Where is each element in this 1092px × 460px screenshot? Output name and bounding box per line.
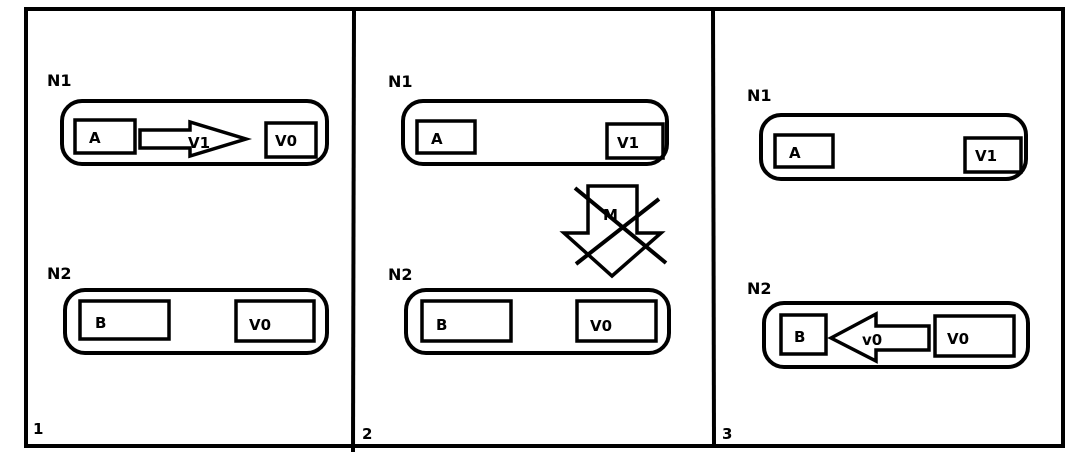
arrow-label-v1: V1 [188, 134, 210, 152]
box-b [779, 313, 828, 356]
box-a [415, 119, 477, 155]
blocked-arrow [559, 184, 666, 279]
node-n2-container [762, 301, 1030, 369]
box-b-label: B [95, 314, 106, 332]
cross-mark-line [574, 197, 661, 266]
box-a-label: A [89, 129, 101, 147]
box-v0 [575, 299, 658, 343]
arrow-label-v0: v0 [862, 331, 882, 349]
outer-frame [24, 7, 1065, 448]
panel-2: N1 A V1 M N2 B V0 2 [362, 72, 671, 443]
divider-2-3 [711, 8, 716, 447]
box-v0 [933, 314, 1016, 358]
box-v0-label: V0 [947, 330, 969, 348]
divider-1-2 [351, 8, 356, 453]
sync-arrow [827, 311, 931, 364]
panel-1: N1 A V1 V0 N2 B V0 1 [33, 71, 329, 438]
box-v1 [605, 122, 665, 160]
box-v0-label: V0 [590, 317, 612, 335]
box-v0 [264, 121, 318, 159]
panel-number: 3 [722, 425, 732, 443]
panel-number: 1 [33, 420, 43, 438]
node-n1-container [401, 99, 669, 166]
box-v0-label: V0 [275, 132, 297, 150]
box-b [420, 299, 513, 343]
node-n1-container [60, 99, 329, 166]
replication-arrow [138, 119, 253, 159]
box-a [773, 133, 835, 169]
node-n2-container [63, 288, 329, 355]
node-label-n1: N1 [747, 86, 772, 105]
node-label-n1: N1 [47, 71, 72, 90]
cross-mark-line [573, 186, 668, 265]
box-v1-label: V1 [975, 147, 997, 165]
panel-3: N1 A V1 N2 B v0 V0 3 [722, 86, 1030, 443]
box-v0-label: V0 [249, 316, 271, 334]
panel-number: 2 [362, 425, 372, 443]
node-label-n2: N2 [388, 265, 413, 284]
node-label-n2: N2 [47, 264, 72, 283]
node-n1-container [759, 113, 1028, 181]
node-label-n2: N2 [747, 279, 772, 298]
box-a-label: A [789, 144, 801, 162]
box-b-label: B [436, 316, 447, 334]
box-b-label: B [794, 328, 805, 346]
box-a [73, 118, 137, 155]
box-v1 [963, 136, 1023, 174]
box-v0 [234, 299, 316, 343]
box-a-label: A [431, 130, 443, 148]
box-b [78, 299, 171, 341]
box-v1-label: V1 [617, 134, 639, 152]
node-label-n1: N1 [388, 72, 413, 91]
node-n2-container [404, 288, 671, 355]
